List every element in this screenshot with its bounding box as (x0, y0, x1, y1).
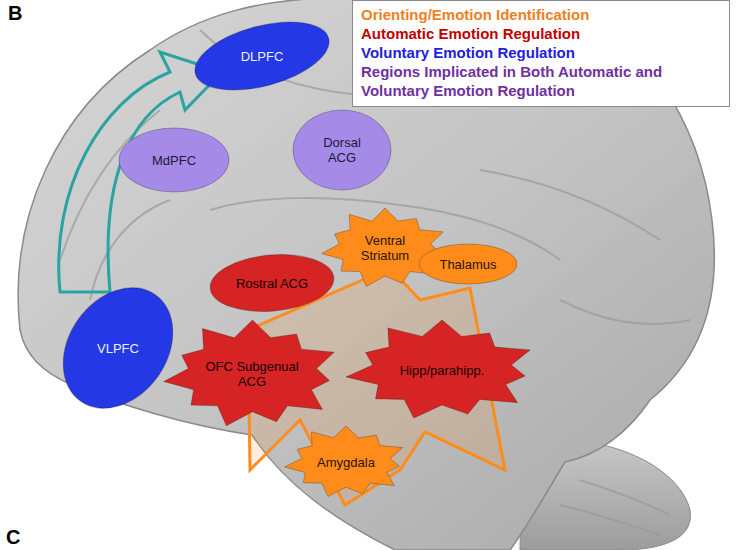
region-name: Ventral Striatum (354, 233, 416, 263)
region-name: MdPFC (152, 153, 196, 168)
legend-entry: Regions Implicated in Both Automatic and… (361, 62, 721, 100)
region-name: Amygdala (317, 455, 375, 470)
panel-letter: B (8, 2, 22, 24)
region-starburst: Amygdala (282, 426, 410, 498)
region-name: Dorsal ACG (316, 135, 368, 165)
legend-entry: Automatic Emotion Regulation (361, 24, 721, 43)
legend-entry: Voluntary Emotion Regulation (361, 43, 721, 62)
region-ellipse: Rostral ACG (209, 254, 335, 312)
region-name: VLPFC (97, 341, 139, 356)
region-ellipse: Dorsal ACG (292, 109, 392, 191)
region-ellipse: DLPFC (192, 25, 332, 87)
legend-entry: Orienting/Emotion Identification (361, 5, 721, 24)
region-ellipse: MdPFC (118, 127, 230, 193)
region-name: Rostral ACG (236, 276, 308, 291)
region-name: Thalamus (439, 257, 496, 272)
region-starburst: OFC Subgenual ACG (160, 320, 345, 428)
region-ellipse: VLPFC (68, 282, 168, 414)
legend-box: Orienting/Emotion IdentificationAutomati… (352, 0, 730, 107)
region-name: Hipp/parahipp. (400, 363, 485, 378)
panel-letter: C (6, 526, 20, 548)
region-name: DLPFC (241, 49, 284, 64)
region-starburst: Hipp/parahipp. (342, 320, 542, 420)
region-ellipse: Thalamus (418, 243, 518, 285)
region-name: OFC Subgenual ACG (202, 359, 302, 389)
